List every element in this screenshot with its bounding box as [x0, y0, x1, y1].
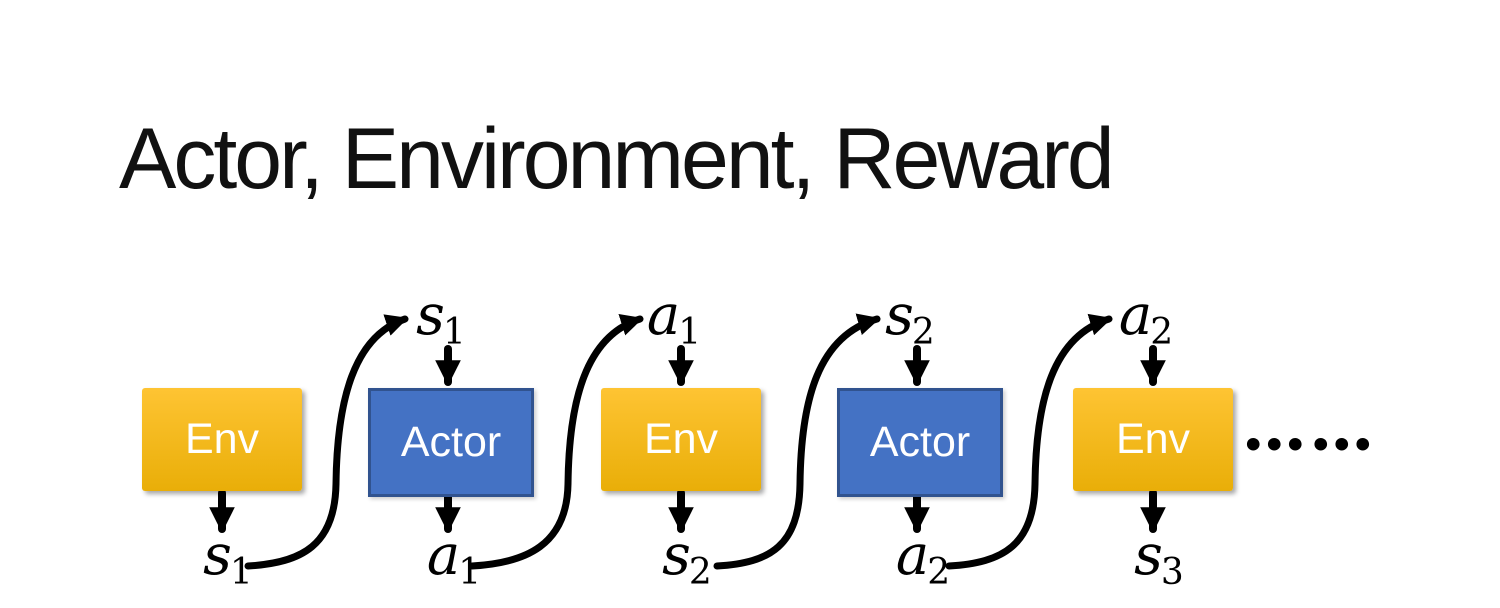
label-base: s — [885, 283, 914, 348]
label-sub: 1 — [458, 552, 482, 593]
curved-arrow-icon — [945, 313, 1113, 570]
label-s1-top: s1 — [416, 288, 466, 351]
label-sub: 1 — [229, 552, 253, 593]
label-a1-top: a1 — [647, 288, 701, 351]
env-box-3: Env — [1073, 388, 1233, 491]
label-base: s — [662, 523, 691, 588]
label-base: a — [1118, 283, 1153, 348]
label-sub: 1 — [442, 312, 466, 353]
box-label: Actor — [869, 418, 971, 466]
label-s2-bottom: s2 — [662, 528, 712, 591]
label-base: s — [1134, 523, 1163, 588]
label-sub: 3 — [1160, 552, 1184, 593]
label-sub: 2 — [1150, 312, 1174, 353]
curved-arrow-icon — [713, 313, 881, 570]
actor-box-2: Actor — [837, 388, 1003, 497]
label-base: a — [895, 523, 930, 588]
label-a2-bottom: a2 — [896, 528, 950, 591]
box-label: Env — [1115, 415, 1191, 463]
slide-title: Actor, Environment, Reward — [119, 111, 1115, 207]
label-base: s — [203, 523, 232, 588]
box-label: Env — [643, 415, 719, 463]
label-sub: 2 — [927, 552, 951, 593]
env-box-1: Env — [142, 388, 302, 491]
actor-box-1: Actor — [368, 388, 534, 497]
label-a2-top: a2 — [1119, 288, 1173, 351]
label-base: s — [416, 283, 445, 348]
label-sub: 2 — [911, 312, 935, 353]
curved-arrow-icon — [468, 314, 644, 570]
label-base: a — [646, 283, 681, 348]
label-a1-bottom: a1 — [427, 528, 481, 591]
label-base: a — [426, 523, 461, 588]
label-sub: 2 — [688, 552, 712, 593]
label-s1-bottom: s1 — [203, 528, 253, 591]
box-label: Actor — [400, 418, 502, 466]
box-label: Env — [184, 415, 260, 463]
env-box-2: Env — [601, 388, 761, 491]
ellipsis-dots: ••• ••• — [1241, 425, 1375, 467]
label-s2-top: s2 — [885, 288, 935, 351]
label-s3-bottom: s3 — [1134, 528, 1184, 591]
curved-arrow-icon — [244, 314, 409, 570]
label-sub: 1 — [678, 312, 702, 353]
